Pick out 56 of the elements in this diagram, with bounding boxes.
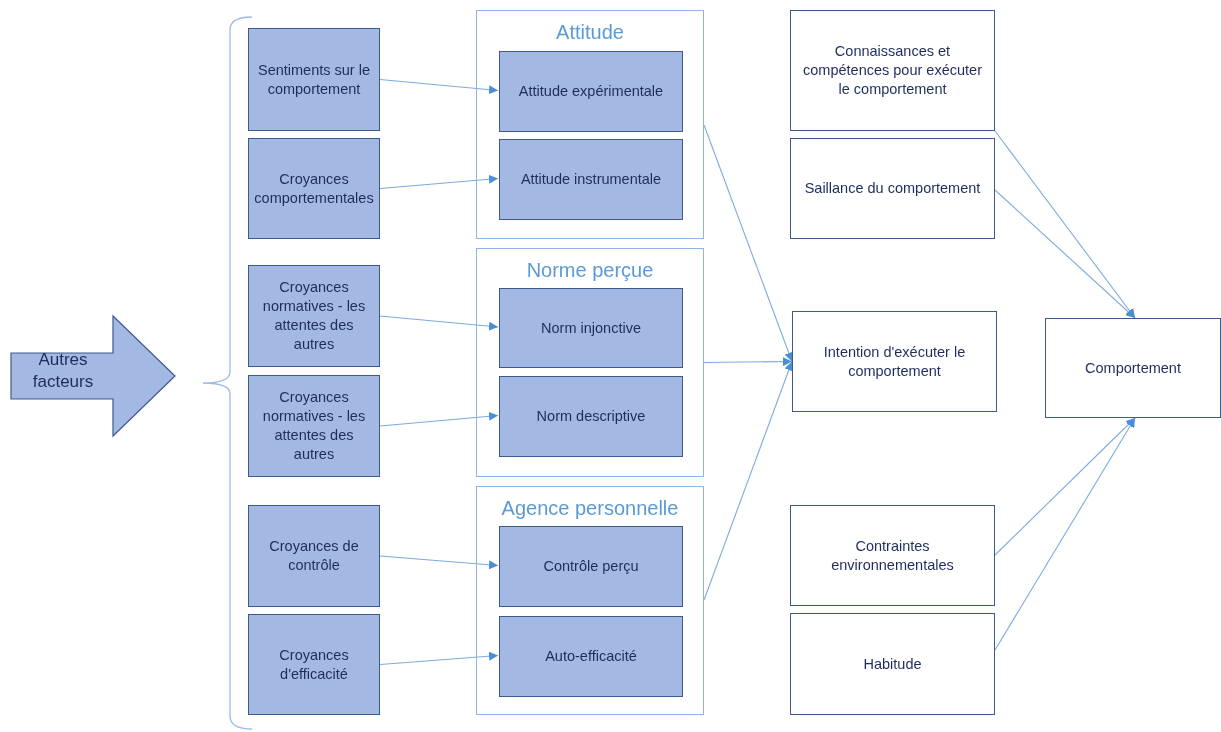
- arrow: [703, 357, 793, 367]
- arrow: [703, 360, 794, 601]
- box-label: Auto-efficacité: [544, 647, 638, 666]
- box-label: Croyances de contrôle: [268, 537, 360, 575]
- box-label: Croyances comportementales: [253, 169, 375, 208]
- box-label: Intention d'exécuter le comportement: [822, 342, 967, 381]
- factor-box: [499, 139, 683, 220]
- process-box: [790, 613, 995, 715]
- group-title: Attitude: [556, 20, 624, 45]
- process-box: [1045, 318, 1221, 418]
- box-label: Croyances normatives - les attentes des autres: [261, 388, 367, 464]
- group-title: Agence personnelle: [501, 496, 679, 521]
- group-box: [476, 486, 704, 715]
- factor-box: [248, 28, 380, 131]
- factor-box: [248, 375, 380, 477]
- box-label: Norm descriptive: [535, 407, 647, 426]
- arrow: [994, 417, 1136, 651]
- box-label: Croyances normatives - les attentes des autres: [261, 278, 367, 354]
- arrow: [379, 78, 499, 95]
- box-label: Croyances d'efficacité: [278, 645, 350, 684]
- box-label: Saillance du comportement: [803, 179, 982, 198]
- group-box: [476, 248, 704, 477]
- factor-box: [499, 288, 683, 368]
- arrow: [379, 651, 499, 666]
- factor-box: [499, 376, 683, 457]
- box-label: Attitude expérimentale: [517, 82, 665, 101]
- arrow: [379, 315, 499, 331]
- box-label: Connaissances et compétences pour exécuter le comportement: [802, 42, 983, 99]
- box-label: Attitude instrumentale: [519, 170, 663, 189]
- process-box: [792, 311, 997, 412]
- process-box: [790, 505, 995, 606]
- factor-box: [499, 616, 683, 697]
- box-label: Contrôle perçu: [542, 557, 640, 576]
- group-title: Norme perçue: [526, 258, 654, 283]
- box-label: Sentiments sur le comportement: [257, 60, 371, 99]
- box-label: Comportement: [1084, 358, 1182, 378]
- arrow: [994, 417, 1136, 556]
- group-box: [476, 10, 704, 239]
- factor-box: [248, 505, 380, 607]
- process-box: [790, 138, 995, 239]
- factor-box: [248, 265, 380, 367]
- factor-box: [499, 526, 683, 607]
- box-label: Norm injonctive: [540, 318, 642, 338]
- factor-box: [499, 51, 683, 132]
- box-label: Habitude: [862, 654, 923, 674]
- factor-box: [248, 614, 380, 715]
- node-label: Autres facteurs: [31, 349, 95, 394]
- box-label: Contraintes environnementales: [830, 536, 955, 575]
- arrow: [994, 189, 1136, 319]
- arrow: [994, 130, 1136, 319]
- process-box: [790, 10, 995, 131]
- arrow: [379, 411, 499, 427]
- arrow: [703, 124, 794, 363]
- factor-box: [248, 138, 380, 239]
- arrow: [379, 555, 499, 570]
- arrow: [379, 174, 499, 190]
